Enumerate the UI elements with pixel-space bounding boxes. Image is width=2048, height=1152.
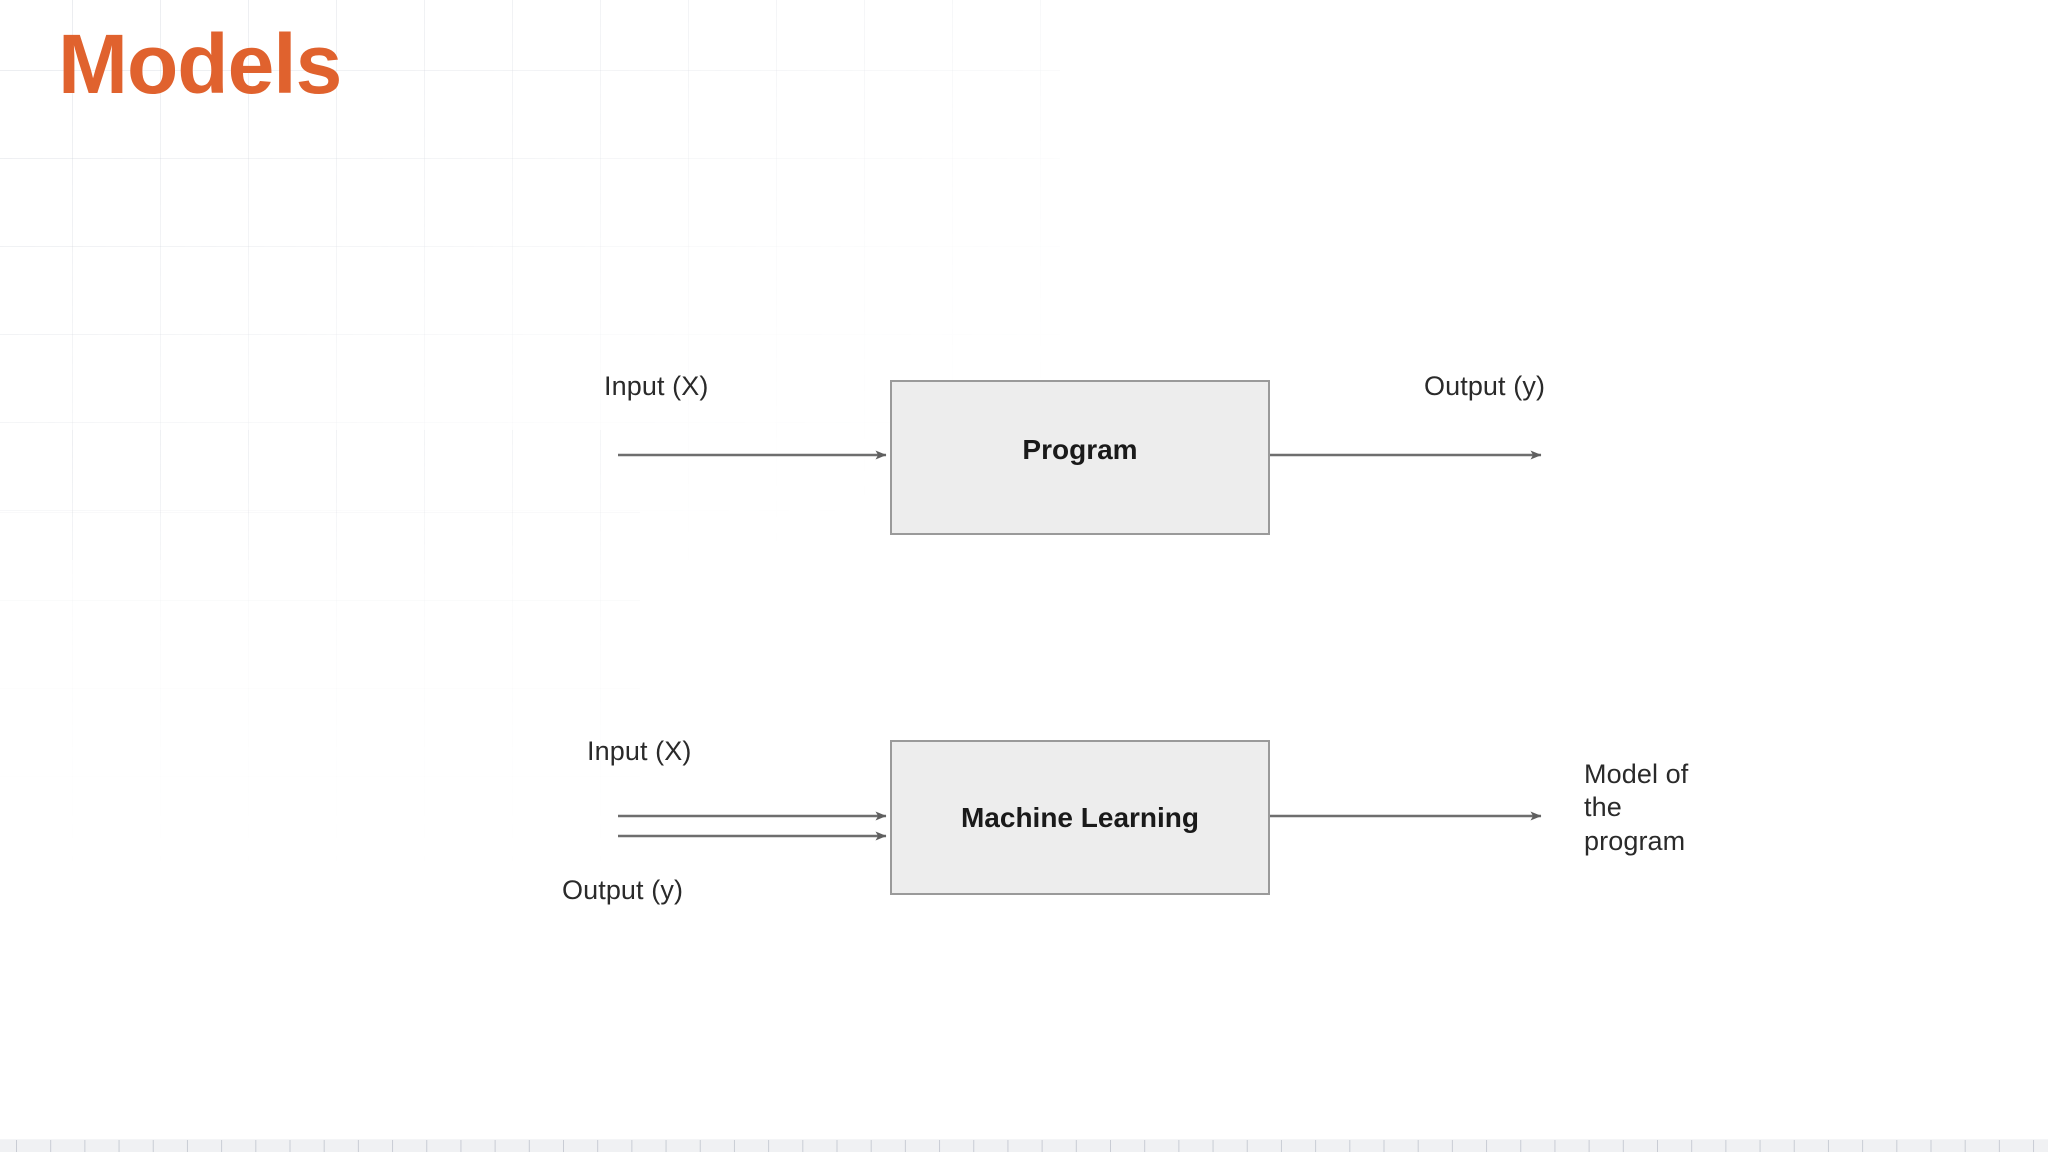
process-box-machine-learning: Machine Learning <box>890 740 1270 895</box>
process-box-program-label: Program <box>1022 433 1138 465</box>
label-output-y-program: Output (y) <box>1424 371 1546 401</box>
page-title: Models <box>58 17 342 111</box>
process-box-machine-learning-label: Machine Learning <box>960 801 1200 833</box>
process-box-program: Program <box>890 380 1270 535</box>
label-input-x-program: Input (X) <box>604 371 709 401</box>
label-output-y-machine-learning: Output (y) <box>562 875 684 905</box>
label-input-x-machine-learning: Input (X) <box>587 736 692 766</box>
label-model-of-the-program: Model of the program <box>1584 759 1689 856</box>
bottom-ruler-strip <box>0 1139 2048 1152</box>
